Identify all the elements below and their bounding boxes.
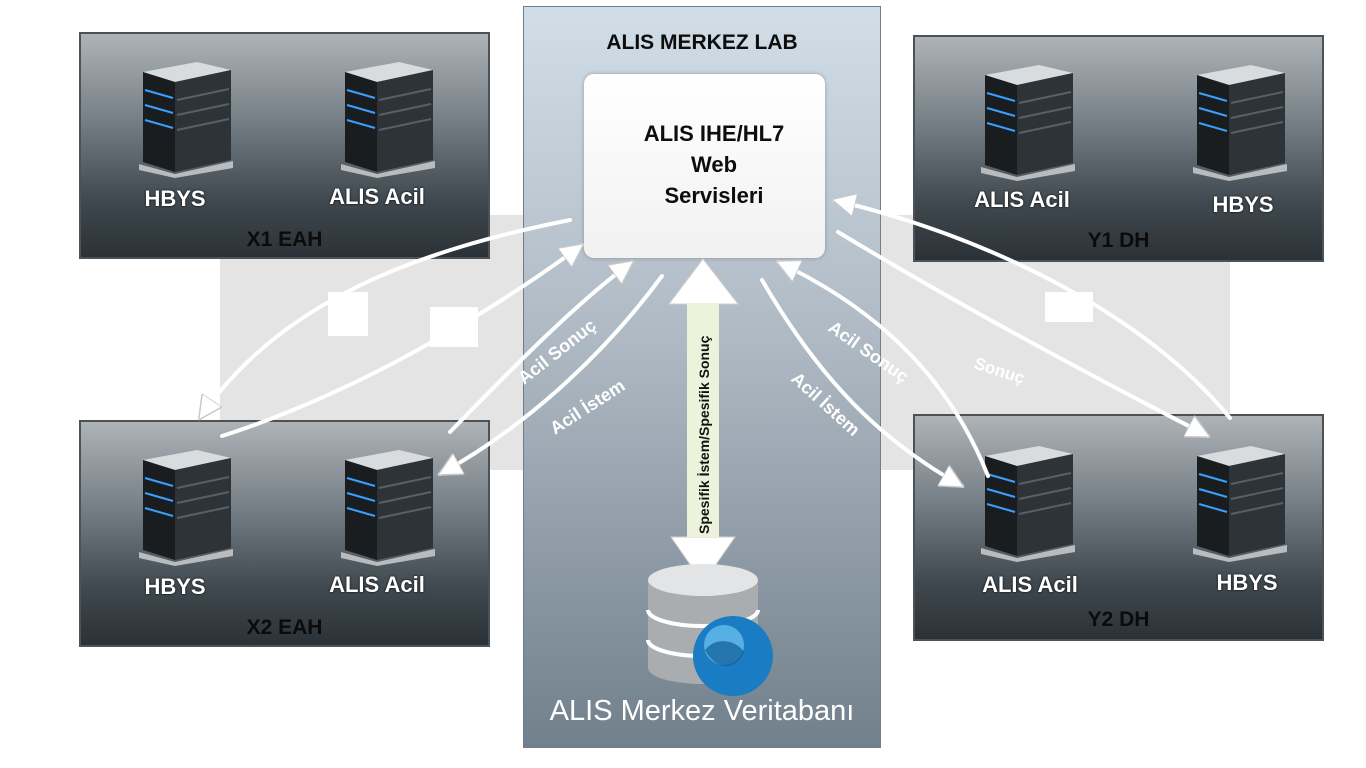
server-label-left: ALIS Acil — [974, 187, 1070, 212]
site-panel-x1: HBYS ALIS Acil X1 EAH — [79, 32, 490, 259]
server-icon — [1193, 446, 1287, 562]
server-icon — [341, 450, 435, 566]
server-label-right: ALIS Acil — [329, 572, 425, 597]
server-label-left: HBYS — [144, 574, 206, 599]
server-label-right: HBYS — [1212, 192, 1274, 217]
site-title: X2 EAH — [246, 616, 323, 639]
web-service-label: ALIS IHE/HL7 Web Servisleri — [614, 118, 814, 211]
server-icon — [1193, 65, 1287, 181]
web-service-line-1: ALIS IHE/HL7 — [643, 121, 785, 146]
label-right-sonuc: Sonuç — [972, 354, 1027, 388]
server-label-right: HBYS — [1216, 570, 1278, 595]
server-icon — [981, 65, 1075, 181]
server-icon — [139, 450, 233, 566]
double-arrow-label: Spesifik İstem/Spesifik Sonuç — [696, 335, 712, 534]
web-service-box: ALIS IHE/HL7 Web Servisleri — [584, 74, 825, 258]
database-caption: ALIS Merkez Veritabanı — [549, 695, 855, 727]
arrow-x2-acil-to-ws — [448, 262, 632, 434]
double-arrow-shaft — [687, 303, 719, 537]
arrow-ws-to-x2-acil — [440, 274, 664, 476]
arrow-ws-to-x2-hbys — [200, 218, 572, 418]
server-label-left: ALIS Acil — [982, 572, 1078, 597]
server-label-left: HBYS — [144, 186, 206, 211]
site-title: Y2 DH — [1087, 608, 1150, 631]
server-label-right: ALIS Acil — [329, 184, 425, 209]
site-panel-x2: HBYS ALIS Acil X2 EAH — [79, 420, 490, 647]
web-service-line-3: Servisleri — [664, 183, 764, 208]
server-icon — [981, 446, 1075, 562]
site-title: X1 EAH — [246, 228, 323, 251]
arrow-ws-to-y2-hbys — [836, 230, 1208, 438]
site-panel-y2: ALIS Acil HBYS Y2 DH — [913, 414, 1324, 641]
central-lab-title: ALIS MERKEZ LAB — [606, 31, 798, 54]
arrow-y2-hbys-to-ws — [834, 200, 1232, 420]
web-service-line-2: Web — [690, 152, 738, 177]
server-icon — [139, 62, 233, 178]
database-icon — [646, 564, 773, 696]
arrow-y2-acil-to-ws — [778, 262, 990, 478]
server-icon — [341, 62, 435, 178]
site-title: Y1 DH — [1087, 229, 1150, 252]
site-panel-y1: ALIS Acil HBYS Y1 DH — [913, 35, 1324, 262]
label-left-acil-istem: Acil İstem — [546, 375, 628, 438]
arrow-x2-hbys-to-ws — [220, 245, 582, 438]
label-right-acil-sonuc: Acil Sonuç — [825, 317, 913, 387]
arrow-ws-to-y2-acil — [760, 278, 962, 488]
